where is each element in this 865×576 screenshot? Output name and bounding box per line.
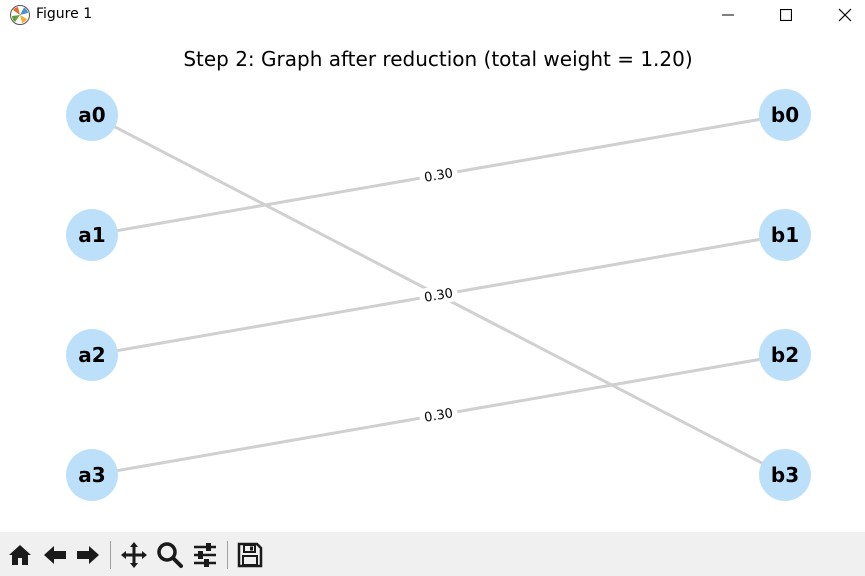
save-icon (237, 542, 263, 568)
home-button[interactable] (5, 540, 35, 570)
title-bar: Figure 1 (0, 0, 865, 30)
maximize-icon (780, 9, 792, 21)
node-a3 (66, 449, 118, 501)
configure-subplots-icon (194, 543, 216, 567)
home-icon (9, 545, 31, 565)
back-icon (44, 546, 66, 564)
zoom-button[interactable] (155, 540, 185, 570)
toolbar-separator (227, 541, 228, 569)
node-label-a0: a0 (78, 103, 105, 127)
maximize-button[interactable] (763, 0, 809, 30)
node-label-a3: a3 (78, 463, 105, 487)
close-icon (838, 8, 852, 22)
edge-label-a1-b0: 0.30 (418, 162, 459, 188)
node-label-b3: b3 (771, 463, 799, 487)
node-a2 (66, 329, 118, 381)
node-b0 (759, 89, 811, 141)
node-label-b0: b0 (771, 103, 799, 127)
forward-icon (77, 546, 99, 564)
matplotlib-app-icon (9, 4, 31, 26)
close-button[interactable] (822, 0, 865, 30)
minimize-icon (722, 14, 734, 16)
node-label-a2: a2 (78, 343, 105, 367)
plot-title: Step 2: Graph after reduction (total wei… (183, 47, 693, 71)
toolbar-separator (110, 541, 111, 569)
zoom-icon (157, 542, 183, 568)
node-b2 (759, 329, 811, 381)
node-a0 (66, 89, 118, 141)
forward-button[interactable] (73, 540, 103, 570)
edge-weight-label: 0.30 (423, 406, 454, 426)
back-button[interactable] (40, 540, 70, 570)
node-label-a1: a1 (78, 223, 105, 247)
node-label-b1: b1 (771, 223, 799, 247)
node-b3 (759, 449, 811, 501)
graph-plot: 0.30 0.30 0.30 a0 a1 a2 a3 b0 b1 b2 b3 (66, 89, 811, 501)
edge-weight-label: 0.30 (423, 286, 454, 306)
pan-icon (121, 542, 147, 568)
edge-label-background (418, 282, 459, 308)
configure-subplots-button[interactable] (190, 540, 220, 570)
pan-button[interactable] (119, 540, 149, 570)
edge-label-background (418, 162, 459, 188)
node-b1 (759, 209, 811, 261)
node-label-b2: b2 (771, 343, 799, 367)
edge-weight-label: 0.30 (423, 166, 454, 186)
edge-label-a3-b2: 0.30 (418, 402, 459, 428)
edge-label-a2-b1: 0.30 (418, 282, 459, 308)
edge-label-background (418, 402, 459, 428)
node-a1 (66, 209, 118, 261)
window-title: Figure 1 (36, 6, 93, 22)
navigation-toolbar (0, 532, 865, 576)
figure-canvas[interactable]: 0.30 0.30 0.30 a0 a1 a2 a3 b0 b1 b2 b3 Step 2: Gra… (0, 30, 865, 532)
save-button[interactable] (235, 540, 265, 570)
minimize-button[interactable] (705, 0, 751, 30)
